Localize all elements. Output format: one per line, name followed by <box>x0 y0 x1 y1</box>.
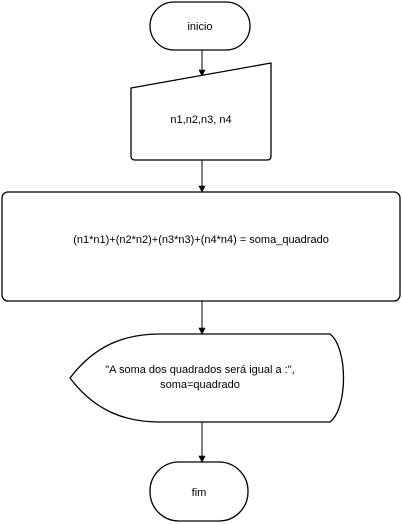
input-label: n1,n2,n3, n4 <box>170 114 231 126</box>
end-terminator[interactable]: fim <box>149 461 249 522</box>
start-label: inicio <box>187 21 212 33</box>
output-step-shape <box>69 333 345 423</box>
process-step[interactable]: (n1*n1)+(n2*n2)+(n3*n3)+(n4*n4) = soma_q… <box>1 191 401 302</box>
end-terminator-shape <box>149 461 249 522</box>
start-terminator-shape <box>149 1 251 51</box>
input-step-shape <box>130 62 272 161</box>
end-label: fim <box>192 487 207 499</box>
start-terminator[interactable]: inicio <box>149 1 251 51</box>
process-step-shape <box>1 191 401 302</box>
output-step[interactable]: "A soma dos quadrados será igual a :", s… <box>69 333 345 423</box>
input-step[interactable]: n1,n2,n3, n4 <box>130 62 272 161</box>
output-label-line1: "A soma dos quadrados será igual a :", <box>105 364 294 376</box>
output-label-line2: soma=quadrado <box>160 379 240 391</box>
process-label: (n1*n1)+(n2*n2)+(n3*n3)+(n4*n4) = soma_q… <box>73 234 329 246</box>
